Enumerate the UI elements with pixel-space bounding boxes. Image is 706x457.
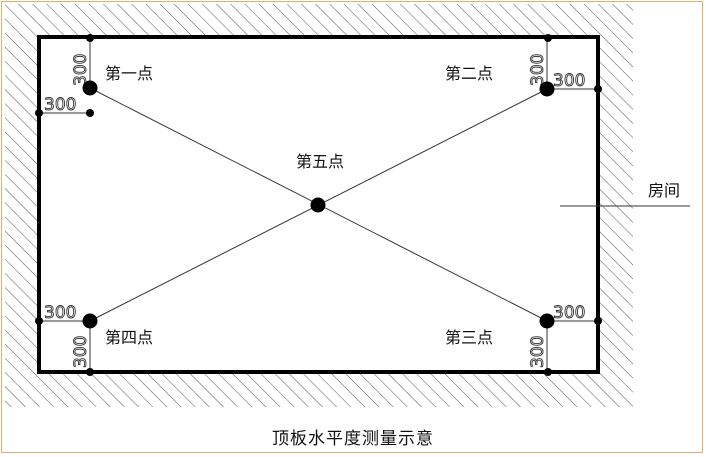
dimension-group-p4: 300 300 [35, 303, 94, 376]
measure-point-1 [82, 80, 98, 96]
dim-text-p3-vertical: 300 [528, 336, 548, 368]
measure-point-5 [310, 197, 326, 213]
point-label-5: 第五点 [296, 152, 344, 171]
diagram-caption: 顶板水平度测量示意 [272, 429, 434, 449]
dim-text-p4-horizontal: 300 [44, 303, 76, 323]
room-label: 房间 [648, 181, 680, 200]
dim-text-p2-vertical: 300 [528, 54, 548, 86]
point-label-1: 第一点 [105, 64, 153, 83]
dim-text-p2-horizontal: 300 [553, 71, 585, 91]
room-outline [37, 35, 600, 374]
dim-text-p3-horizontal: 300 [553, 303, 585, 323]
dimension-group-p3: 300 300 [528, 303, 602, 376]
dimension-group-p1: 300 300 [35, 34, 94, 117]
dimension-group-p2: 300 300 [528, 34, 602, 93]
measure-point-2 [539, 81, 555, 97]
point-label-3: 第三点 [445, 328, 493, 347]
dim-text-p4-vertical: 300 [71, 336, 91, 368]
measure-point-4 [82, 313, 98, 329]
measure-point-3 [539, 313, 555, 329]
point-label-2: 第二点 [445, 64, 493, 83]
dim-text-p1-vertical: 300 [71, 54, 91, 86]
point-label-4: 第四点 [105, 328, 153, 347]
dim-text-p1-horizontal: 300 [44, 95, 76, 115]
